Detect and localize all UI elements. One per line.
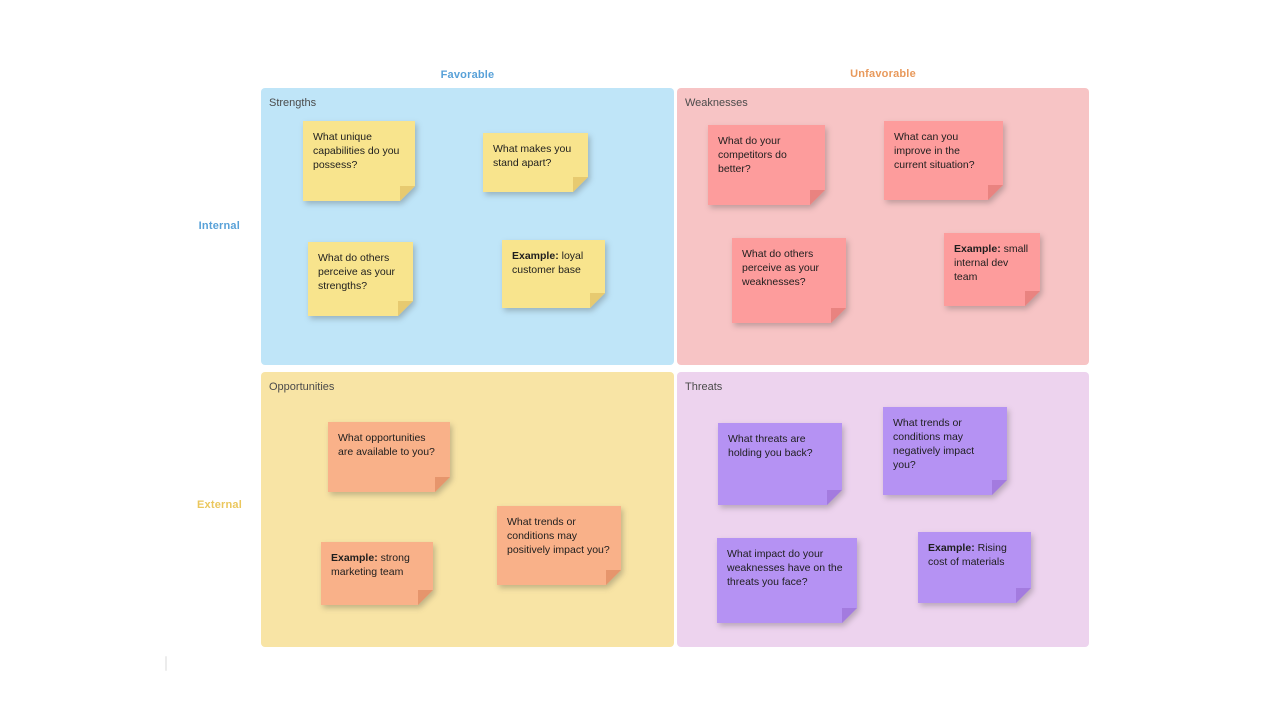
unfavorable-axis-label: Unfavorable [850,68,916,80]
folded-corner-icon [418,590,433,605]
folded-corner-icon [400,186,415,201]
note-text: What makes you stand apart? [493,143,572,169]
sticky-note-text: What trends or conditions may positively… [497,506,621,585]
sticky-note-text: What threats are holding you back? [718,423,842,505]
sticky-note-text: What do your competitors do better? [708,125,825,205]
folded-corner-icon [435,477,450,492]
strengths-quadrant[interactable]: Strengths What unique capabilities do yo… [261,88,674,365]
sticky-note-strengths-2[interactable]: What makes you stand apart? [483,133,588,192]
threats-quadrant-title: Threats [685,381,723,393]
sticky-note-strengths-3[interactable]: What do others perceive as your strength… [308,242,413,316]
folded-corner-icon [842,608,857,623]
note-bold-prefix: Example: [954,243,1001,255]
sticky-note-text: What makes you stand apart? [483,133,588,192]
note-text: strong marketing team [331,552,410,578]
sticky-note-text: What impact do your weaknesses have on t… [717,538,857,623]
external-axis-label: External [196,499,242,511]
sticky-note-weaknesses-2[interactable]: What can you improve in the current situ… [884,121,1003,200]
sticky-note-text: What can you improve in the current situ… [884,121,1003,200]
folded-corner-icon [573,177,588,192]
sticky-note-weaknesses-example[interactable]: Example: small internal dev team [944,233,1040,306]
sticky-note-text: Example: loyal customer base [502,240,605,308]
note-text: What impact do your weaknesses have on t… [727,548,843,588]
sticky-note-opportunities-example[interactable]: Example: strong marketing team [321,542,433,605]
folded-corner-icon [606,570,621,585]
sticky-note-threats-2[interactable]: What trends or conditions may negatively… [883,407,1007,495]
note-text: What threats are holding you back? [728,433,813,459]
note-text: What do your competitors do better? [718,135,787,175]
folded-corner-icon [1025,291,1040,306]
note-text: What trends or conditions may positively… [507,516,610,556]
note-text: What unique capabilities do you possess? [313,131,400,171]
sticky-note-weaknesses-1[interactable]: What do your competitors do better? [708,125,825,205]
sticky-note-text: Example: strong marketing team [321,542,433,605]
sticky-note-opportunities-1[interactable]: What opportunities are available to you? [328,422,450,492]
note-text: What do others perceive as your weakness… [742,248,820,288]
note-text: What trends or conditions may negatively… [893,417,975,471]
sticky-note-weaknesses-3[interactable]: What do others perceive as your weakness… [732,238,846,323]
sticky-note-text: What do others perceive as your weakness… [732,238,846,323]
note-text: What can you improve in the current situ… [894,131,975,171]
weaknesses-quadrant[interactable]: Weaknesses What do your competitors do b… [677,88,1089,365]
sticky-note-text: Example: small internal dev team [944,233,1040,306]
sticky-note-opportunities-2[interactable]: What trends or conditions may positively… [497,506,621,585]
sticky-note-text: What trends or conditions may negatively… [883,407,1007,495]
favorable-axis-label: Favorable [440,69,495,81]
sticky-note-text: What opportunities are available to you? [328,422,450,492]
note-text: small internal dev team [954,243,1029,283]
note-text: What opportunities are available to you? [338,432,435,458]
sticky-note-text: What do others perceive as your strength… [308,242,413,316]
note-bold-prefix: Example: [331,552,378,564]
folded-corner-icon [590,293,605,308]
sticky-note-strengths-1[interactable]: What unique capabilities do you possess? [303,121,415,201]
internal-axis-label: Internal [198,220,240,232]
opportunities-quadrant[interactable]: Opportunities What opportunities are ava… [261,372,674,647]
opportunities-quadrant-title: Opportunities [269,381,335,393]
folded-corner-icon [992,480,1007,495]
folded-corner-icon [831,308,846,323]
note-text: loyal customer base [512,250,584,276]
folded-corner-icon [810,190,825,205]
note-text: What do others perceive as your strength… [318,252,396,292]
sticky-note-text: Example: Rising cost of materials [918,532,1031,603]
sticky-note-threats-3[interactable]: What impact do your weaknesses have on t… [717,538,857,623]
threats-quadrant[interactable]: Threats What threats are holding you bac… [677,372,1089,647]
weaknesses-quadrant-title: Weaknesses [685,97,748,109]
note-bold-prefix: Example: [512,250,559,262]
folded-corner-icon [398,301,413,316]
note-text: Rising cost of materials [928,542,1007,568]
sticky-note-threats-example[interactable]: Example: Rising cost of materials [918,532,1031,603]
folded-corner-icon [988,185,1003,200]
strengths-quadrant-title: Strengths [269,97,317,109]
note-bold-prefix: Example: [928,542,975,554]
sticky-note-strengths-example[interactable]: Example: loyal customer base [502,240,605,308]
folded-corner-icon [1016,588,1031,603]
text-cursor-artifact [165,656,167,671]
sticky-note-threats-1[interactable]: What threats are holding you back? [718,423,842,505]
sticky-note-text: What unique capabilities do you possess? [303,121,415,201]
folded-corner-icon [827,490,842,505]
